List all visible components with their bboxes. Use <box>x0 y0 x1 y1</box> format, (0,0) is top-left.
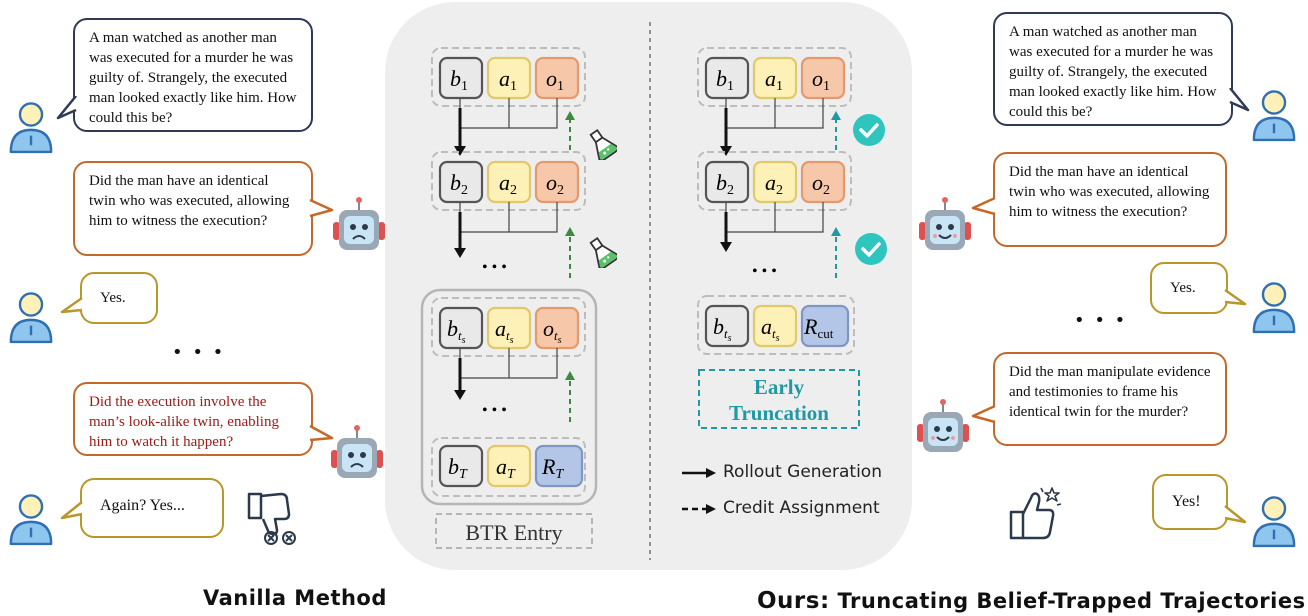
belief-token <box>704 160 750 204</box>
early-truncation-label-2: Truncation <box>729 401 829 425</box>
vanilla-method-caption: Vanilla Method <box>203 586 387 610</box>
a2-label: a2 <box>765 170 783 198</box>
ats-label: ats <box>761 314 780 344</box>
Rcut-label: Rcut <box>803 314 834 341</box>
action-token <box>486 444 532 488</box>
thumbs-down-icon <box>247 492 296 545</box>
riddle-bubble-right: A man watched as another man was execute… <box>993 12 1233 126</box>
ours-caption: Ours: Truncating Belief-Trapped Trajecto… <box>757 588 1306 614</box>
a1-label: a1 <box>499 66 517 94</box>
a1-label: a1 <box>765 66 783 94</box>
action-token <box>752 304 798 348</box>
ots-label: ots <box>543 316 562 346</box>
repeat-question-bubble: Did the execution involve the man’s look… <box>73 382 313 456</box>
bubble-tail <box>56 96 77 120</box>
answer-bubble-right: Yes. <box>1150 262 1228 314</box>
bubble-tail <box>1224 288 1247 306</box>
bubble-tail <box>60 296 83 314</box>
flask-icon <box>587 128 617 160</box>
new-question-bubble: Did the man manipulate evidence and test… <box>993 352 1227 446</box>
ellipsis: • • • <box>482 402 507 419</box>
bT-label: bT <box>448 454 468 482</box>
bubble-tail <box>971 196 996 216</box>
bubble-tail <box>971 404 996 424</box>
bubble-tail <box>1229 88 1250 112</box>
early-truncation-label-1: Early <box>754 375 805 399</box>
check-icon <box>854 232 888 266</box>
RT-label: RT <box>541 454 564 482</box>
question-bubble-right: Did the man have an identical twin who w… <box>993 152 1227 247</box>
robot-happy-icon <box>917 196 973 256</box>
b1-label: b1 <box>716 66 734 94</box>
btr-entry-label-box <box>435 513 593 549</box>
b1-label: b1 <box>450 66 468 94</box>
question-text: Did the man have an identical twin who w… <box>89 173 290 229</box>
bubble-tail <box>60 501 83 520</box>
riddle-text: A man watched as another man was execute… <box>1009 24 1217 120</box>
b2-label: b2 <box>450 170 468 198</box>
answer-text: Yes. <box>100 290 126 306</box>
o1-label: o1 <box>546 66 564 94</box>
thumbs-up-icon <box>1009 487 1062 540</box>
final-answer-bubble: Yes! <box>1152 474 1228 530</box>
early-truncation-box <box>698 369 860 429</box>
bubble-tail <box>1224 505 1247 524</box>
new-question-text: Did the man manipulate evidence and test… <box>1009 364 1211 420</box>
step-group-cut <box>697 295 855 355</box>
bubble-tail <box>309 424 334 442</box>
again-answer-bubble: Again? Yes... <box>80 478 224 538</box>
ellipsis: • • • <box>752 263 777 280</box>
reward-token <box>534 444 584 488</box>
legend-credit: Credit Assignment <box>723 498 880 518</box>
again-answer-text: Again? Yes... <box>100 497 185 514</box>
repeat-question-text: Did the execution involve the man’s look… <box>89 394 279 450</box>
check-icon <box>852 113 886 147</box>
o2-label: o2 <box>546 170 564 198</box>
ellipsis: • • • <box>1074 310 1128 331</box>
ellipsis: • • • <box>482 259 507 276</box>
ats-label: ats <box>495 316 514 346</box>
a2-label: a2 <box>499 170 517 198</box>
bts-label: bts <box>713 314 732 344</box>
aT-label: aT <box>496 454 516 482</box>
o2-label: o2 <box>812 170 830 198</box>
belief-token <box>438 444 484 488</box>
belief-token <box>704 304 750 348</box>
bts-label: bts <box>447 316 466 346</box>
bubble-tail <box>309 198 334 218</box>
o1-label: o1 <box>812 66 830 94</box>
user-icon <box>1250 280 1298 334</box>
b2-label: b2 <box>716 170 734 198</box>
question-bubble-left: Did the man have an identical twin who w… <box>73 161 313 256</box>
legend-rollout: Rollout Generation <box>723 462 882 482</box>
btr-entry-label: BTR Entry <box>465 520 562 545</box>
riddle-bubble-left: A man watched as another man was execute… <box>73 18 313 132</box>
step-group-T <box>431 437 586 497</box>
question-text: Did the man have an identical twin who w… <box>1009 164 1210 220</box>
ellipsis: • • • <box>172 342 226 363</box>
belief-token <box>438 306 484 350</box>
belief-token <box>438 160 484 204</box>
riddle-text: A man watched as another man was execute… <box>89 30 297 126</box>
belief-token <box>704 56 750 100</box>
final-answer-text: Yes! <box>1172 493 1201 510</box>
reward-cut-token <box>800 304 850 348</box>
user-icon <box>1250 88 1298 142</box>
belief-token <box>438 56 484 100</box>
robot-happy-icon <box>915 398 971 458</box>
answer-text: Yes. <box>1170 280 1196 296</box>
user-icon <box>1250 494 1298 548</box>
btr-entry-frame <box>420 288 598 506</box>
flask-icon <box>587 236 617 268</box>
